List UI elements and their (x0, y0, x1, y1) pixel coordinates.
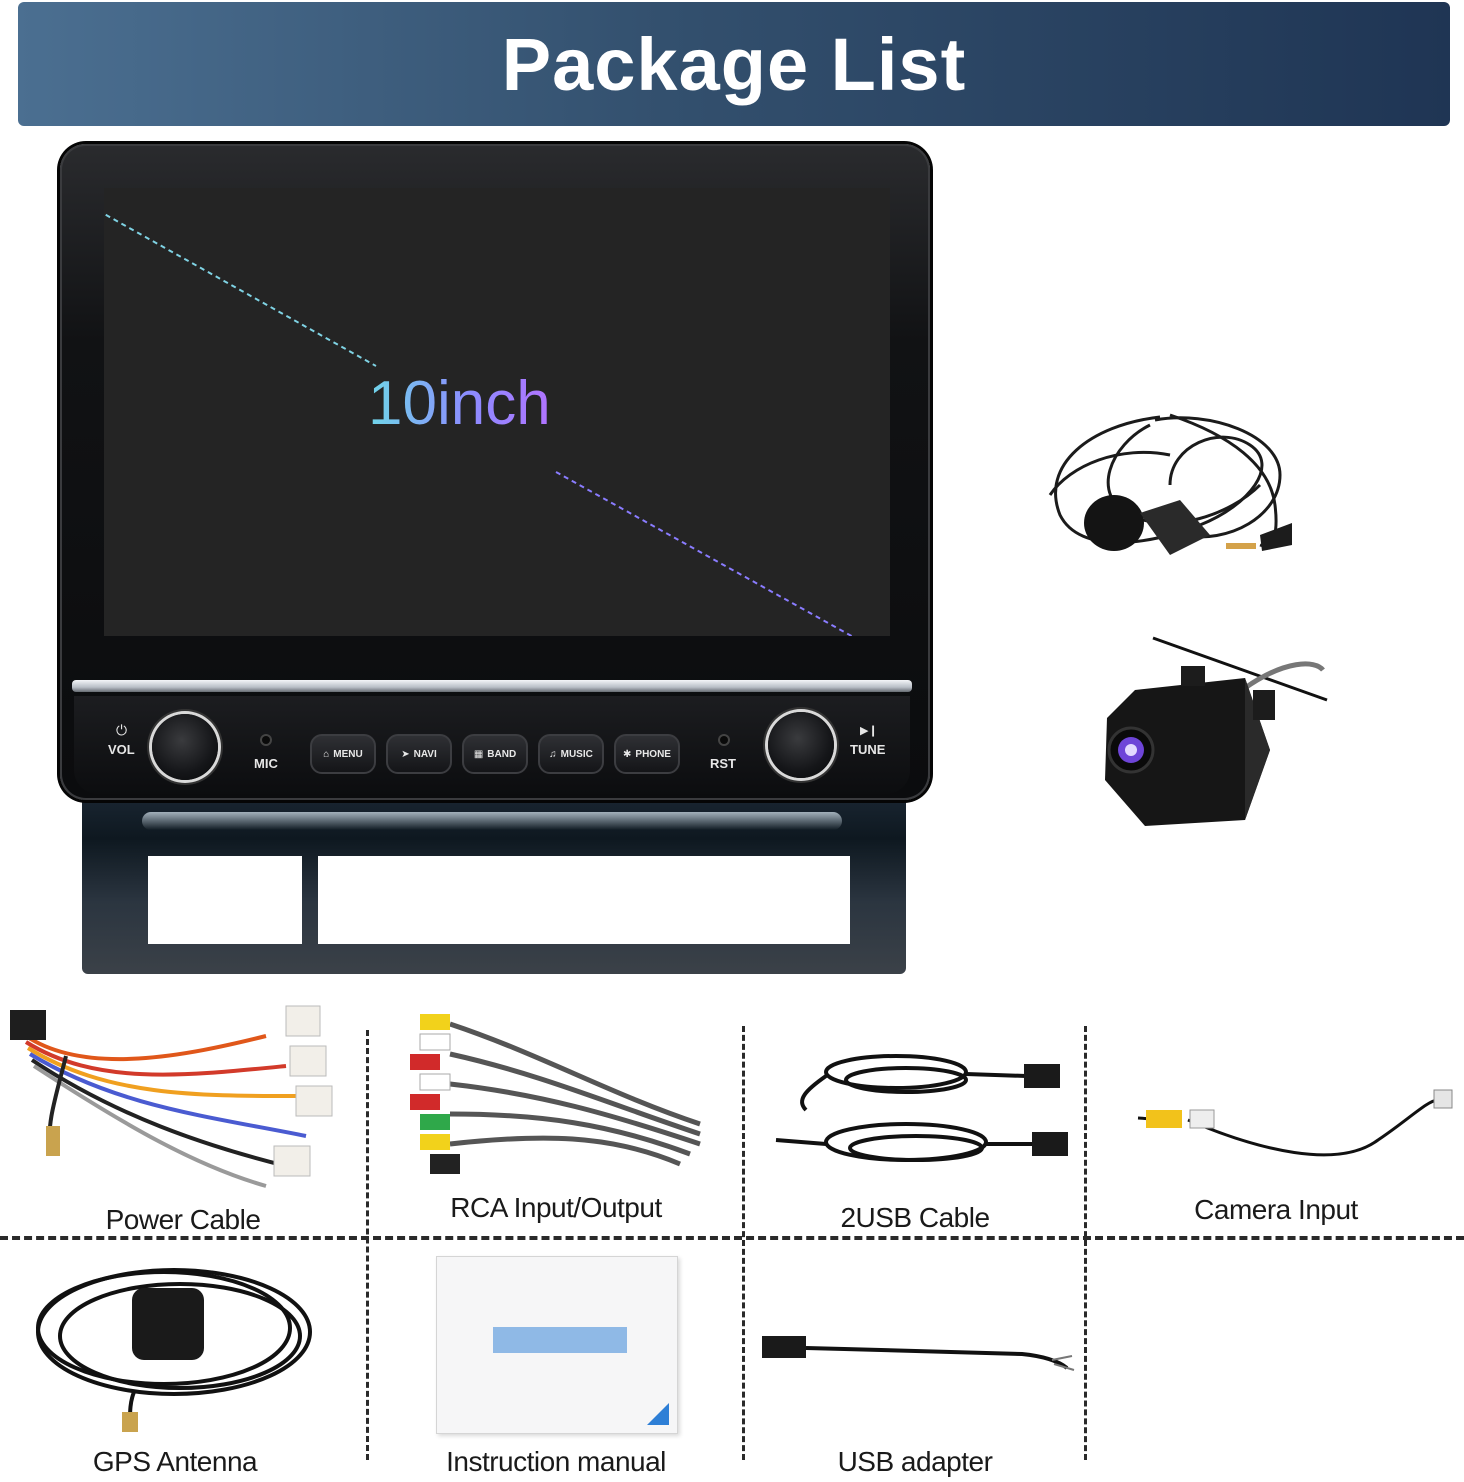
phone-button[interactable]: ✱ PHONE (614, 734, 680, 774)
grid-divider-1 (366, 1030, 369, 1460)
instruction-manual-label: Instruction manual (446, 1446, 666, 1477)
band-button-label: BAND (487, 748, 517, 760)
music-note-icon: ♫ (549, 748, 557, 760)
gps-antenna-icon (36, 1268, 312, 1432)
grid-divider-3 (1084, 1026, 1087, 1460)
band-button[interactable]: ▦ BAND (462, 734, 528, 774)
power-cable-icon (10, 1005, 333, 1188)
grid-divider-horizontal (0, 1236, 1464, 1240)
trim-slot-right (318, 856, 850, 944)
chrome-strip (72, 680, 912, 692)
camera-input-cable-icon (1137, 1089, 1453, 1157)
play-pause-icon: ▶❙ (860, 725, 878, 737)
2usb-cable-label: 2USB Cable (840, 1202, 990, 1233)
rear-camera-icon (1105, 636, 1328, 826)
tune-knob[interactable] (768, 712, 834, 778)
vol-label: VOL (108, 742, 135, 757)
music-button-label: MUSIC (560, 748, 593, 760)
gps-antenna-label: GPS Antenna (92, 1446, 258, 1477)
mic-hole (262, 736, 270, 744)
phone-button-label: PHONE (635, 748, 671, 760)
package-item-camera-input: Camera Input (1088, 990, 1464, 1236)
instruction-manual-icon (436, 1256, 678, 1434)
grid-divider-2 (742, 1026, 745, 1460)
rca-label: RCA Input/Output (450, 1192, 662, 1223)
radio-icon: ▦ (473, 748, 484, 760)
trim-reflection (142, 812, 842, 830)
dash-trim-panel (82, 794, 906, 974)
usb-adapter-icon (762, 1336, 1075, 1371)
screen-size-label: 10inch (368, 369, 551, 438)
navi-button[interactable]: ➤ NAVI (386, 734, 452, 774)
menu-button[interactable]: ⌂ MENU (310, 734, 376, 774)
volume-knob[interactable] (152, 714, 218, 780)
rca-cable-icon (410, 1014, 701, 1174)
package-item-manual: Instruction manual (370, 1242, 742, 1482)
trim-slot-left (148, 856, 302, 944)
package-item-rca: RCA Input/Output (370, 990, 742, 1236)
navigation-icon: ➤ (401, 748, 410, 760)
bluetooth-icon: ✱ (623, 748, 632, 760)
reset-hole (720, 736, 728, 744)
usb-cable-icon (775, 1054, 1068, 1162)
package-item-2usb: 2USB Cable (746, 990, 1084, 1236)
microphone-icon (1048, 413, 1292, 555)
navi-button-label: NAVI (413, 748, 437, 760)
home-icon: ⌂ (323, 748, 330, 760)
touch-screen (104, 188, 890, 636)
package-item-usb-adapter: USB adapter (746, 1242, 1084, 1482)
usb-adapter-label: USB adapter (837, 1446, 993, 1477)
head-unit: 10inch ⏻ VOL MIC ⌂ MENU ➤ NAVI ▦ BAND ♫ … (56, 144, 936, 976)
tune-label: TUNE (850, 742, 886, 757)
mic-label: MIC (254, 756, 278, 771)
screen-diagonal (104, 212, 854, 636)
package-item-power-cable: Power Cable (0, 990, 366, 1236)
page-title: Package List (501, 22, 967, 106)
menu-button-label: MENU (333, 748, 363, 760)
music-button[interactable]: ♫ MUSIC (538, 734, 604, 774)
camera-input-label: Camera Input (1194, 1194, 1358, 1225)
package-item-gps: GPS Antenna (0, 1242, 366, 1482)
power-icon: ⏻ (116, 722, 128, 738)
power-cable-label: Power Cable (105, 1204, 261, 1235)
rst-label: RST (710, 756, 736, 771)
title-banner: Package List (18, 2, 1450, 126)
